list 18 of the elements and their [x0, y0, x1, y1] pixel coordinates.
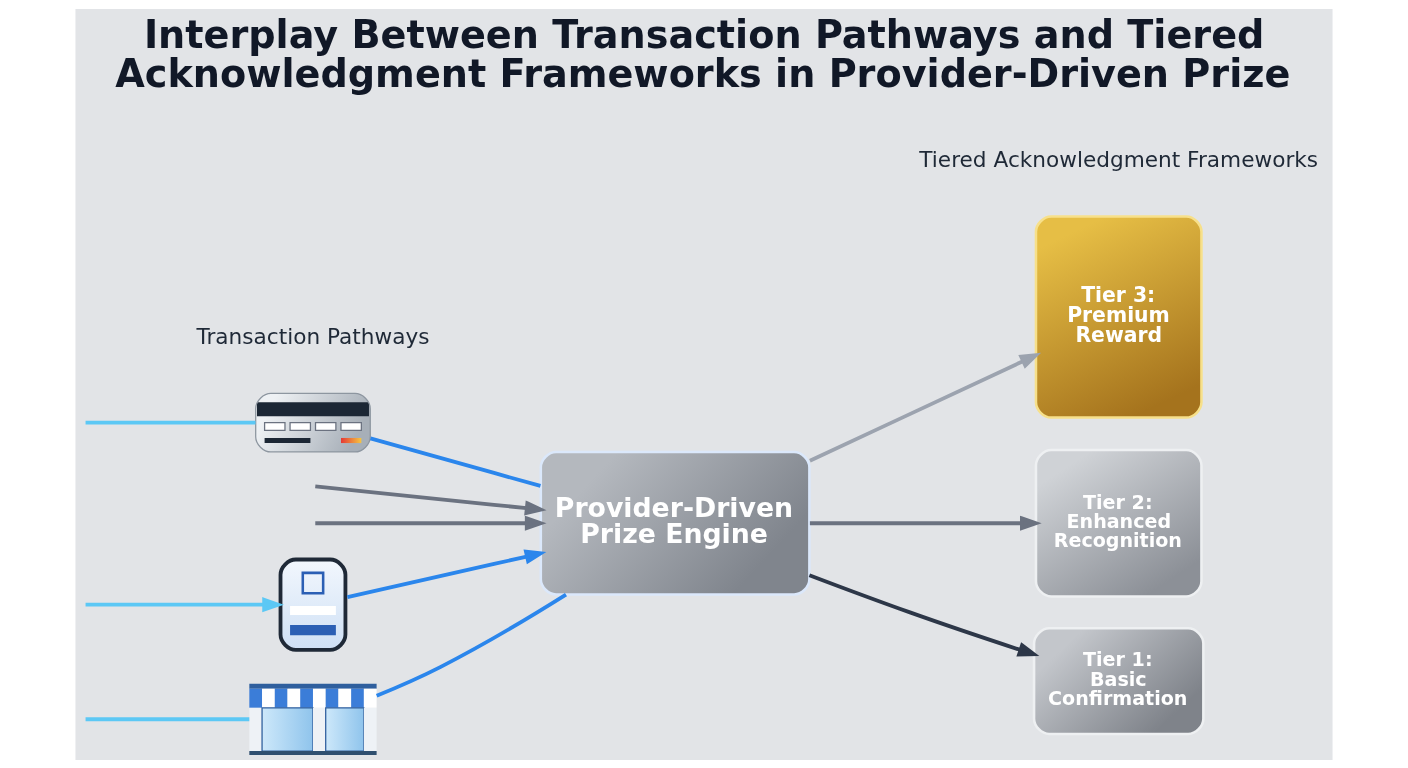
- arrow: [808, 572, 1040, 657]
- arrow: [315, 484, 547, 515]
- arrow: [85, 596, 284, 612]
- label: Transaction Pathways: [196, 323, 430, 349]
- connector: [369, 436, 541, 488]
- node-box: Tier 2: Enhanced Recognition: [1034, 448, 1203, 598]
- arrow: [809, 515, 1042, 531]
- label: Tiered Acknowledgment Frameworks: [919, 146, 1319, 172]
- node-box: Tier 1: Basic Confirmation: [1032, 626, 1205, 735]
- arrow: [315, 515, 547, 531]
- arrow: [347, 549, 547, 599]
- diagram-title: Interplay Between Transaction Pathways and Tiered Acknowledgment Frameworks in Provider-Driven Prize: [115, 12, 1291, 96]
- connector: [85, 420, 256, 425]
- node-box: Provider-Driven Prize Engine: [539, 450, 811, 596]
- node-box: Tier 3: Premium Reward: [1034, 214, 1203, 419]
- arrow: [809, 352, 1042, 463]
- connector: [85, 716, 250, 721]
- connector: [375, 592, 567, 697]
